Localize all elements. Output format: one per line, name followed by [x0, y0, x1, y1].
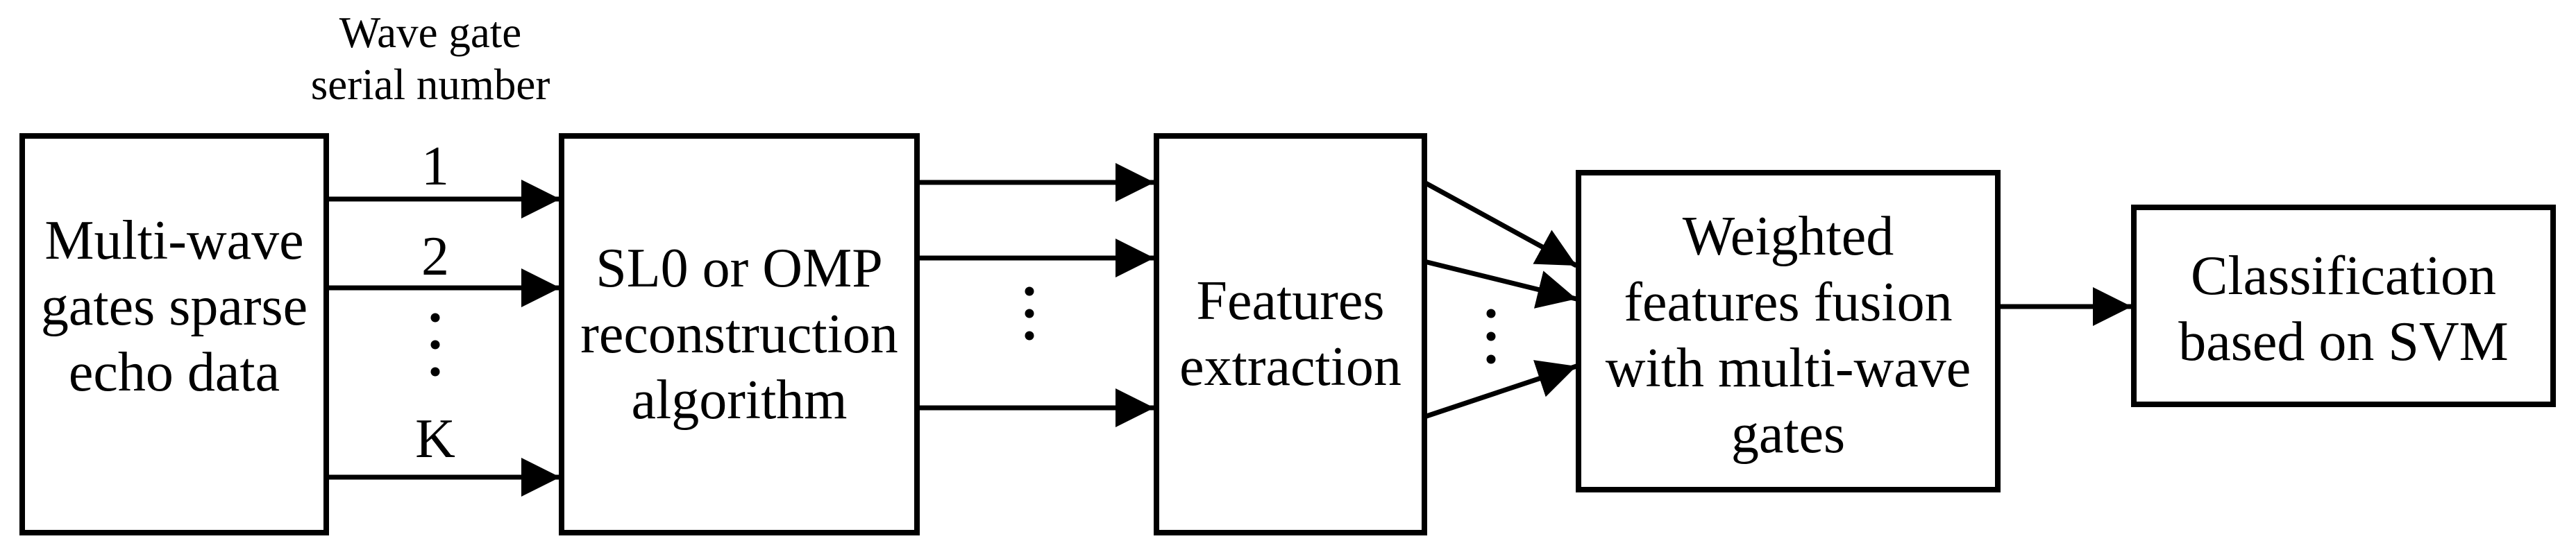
- box-text-line: Multi-wave: [44, 209, 304, 271]
- wave-gate-serial-number-label: Wave gate serial number: [222, 7, 639, 111]
- arrow-features-to-fusion-1: [1423, 180, 1578, 268]
- wave-gate-label-line2: serial number: [310, 60, 550, 109]
- box-text-line: Features: [1196, 270, 1385, 332]
- box-text-line: gates: [1731, 403, 1846, 465]
- box-text-line: gates sparse: [40, 275, 308, 337]
- box-text-line: with multi-wave: [1605, 337, 1971, 399]
- gate-number-1-label: 1: [421, 136, 449, 197]
- box-text-line: based on SVM: [2178, 311, 2509, 372]
- wave-gate-label-line1: Wave gate: [339, 8, 522, 57]
- arrow-features-to-fusion-2: [1424, 259, 1577, 309]
- box-text-line: algorithm: [631, 369, 848, 431]
- box-text-line: features fusion: [1624, 271, 1953, 333]
- arrow-features-to-fusion-3: [1423, 360, 1578, 420]
- box-multi-wave-echo-data: Multi-wave gates sparse echo data: [19, 133, 329, 535]
- box-text-line: SL0 or OMP: [596, 237, 883, 299]
- box-text-line: Weighted: [1682, 205, 1894, 267]
- box-features-extraction: Features extraction: [1154, 133, 1427, 535]
- vertical-ellipsis-icon-right: [1486, 309, 1496, 364]
- vertical-ellipsis-icon-middle: [1025, 286, 1034, 341]
- vertical-ellipsis-icon-left: [430, 313, 440, 377]
- box-text-line: extraction: [1179, 336, 1401, 397]
- box-text-line: Classification: [2191, 246, 2496, 307]
- box-classification-svm: Classification based on SVM: [2131, 205, 2556, 407]
- box-weighted-features-fusion: Weighted features fusion with multi-wave…: [1576, 170, 2001, 492]
- box-text-line: echo data: [68, 341, 280, 403]
- box-sl0-omp-reconstruction: SL0 or OMP reconstruction algorithm: [559, 133, 920, 535]
- box-text-line: reconstruction: [580, 303, 898, 365]
- gate-number-2-label: 2: [421, 226, 449, 287]
- gate-number-k-label: K: [415, 409, 455, 470]
